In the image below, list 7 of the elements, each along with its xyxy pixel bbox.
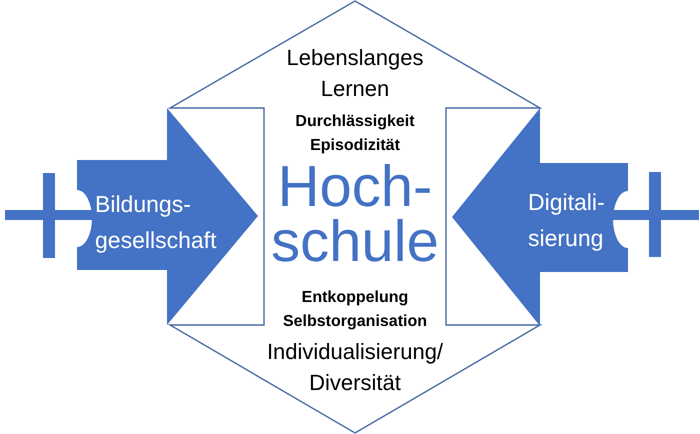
arrow-label: Digitali- sierung bbox=[528, 188, 605, 253]
arrow-head-label: Lebenslanges Lernen bbox=[286, 44, 424, 103]
arrow-head-label: Individualisierung/ Diversität bbox=[266, 338, 444, 397]
arrow-label: Bildungs- gesellschaft bbox=[95, 190, 216, 255]
center-title: Hoch- schule bbox=[271, 159, 439, 269]
keyword-text: Entkoppelung Selbstorganisation bbox=[282, 288, 427, 332]
keyword-text: Durchlässigkeit Episodizität bbox=[295, 112, 415, 156]
